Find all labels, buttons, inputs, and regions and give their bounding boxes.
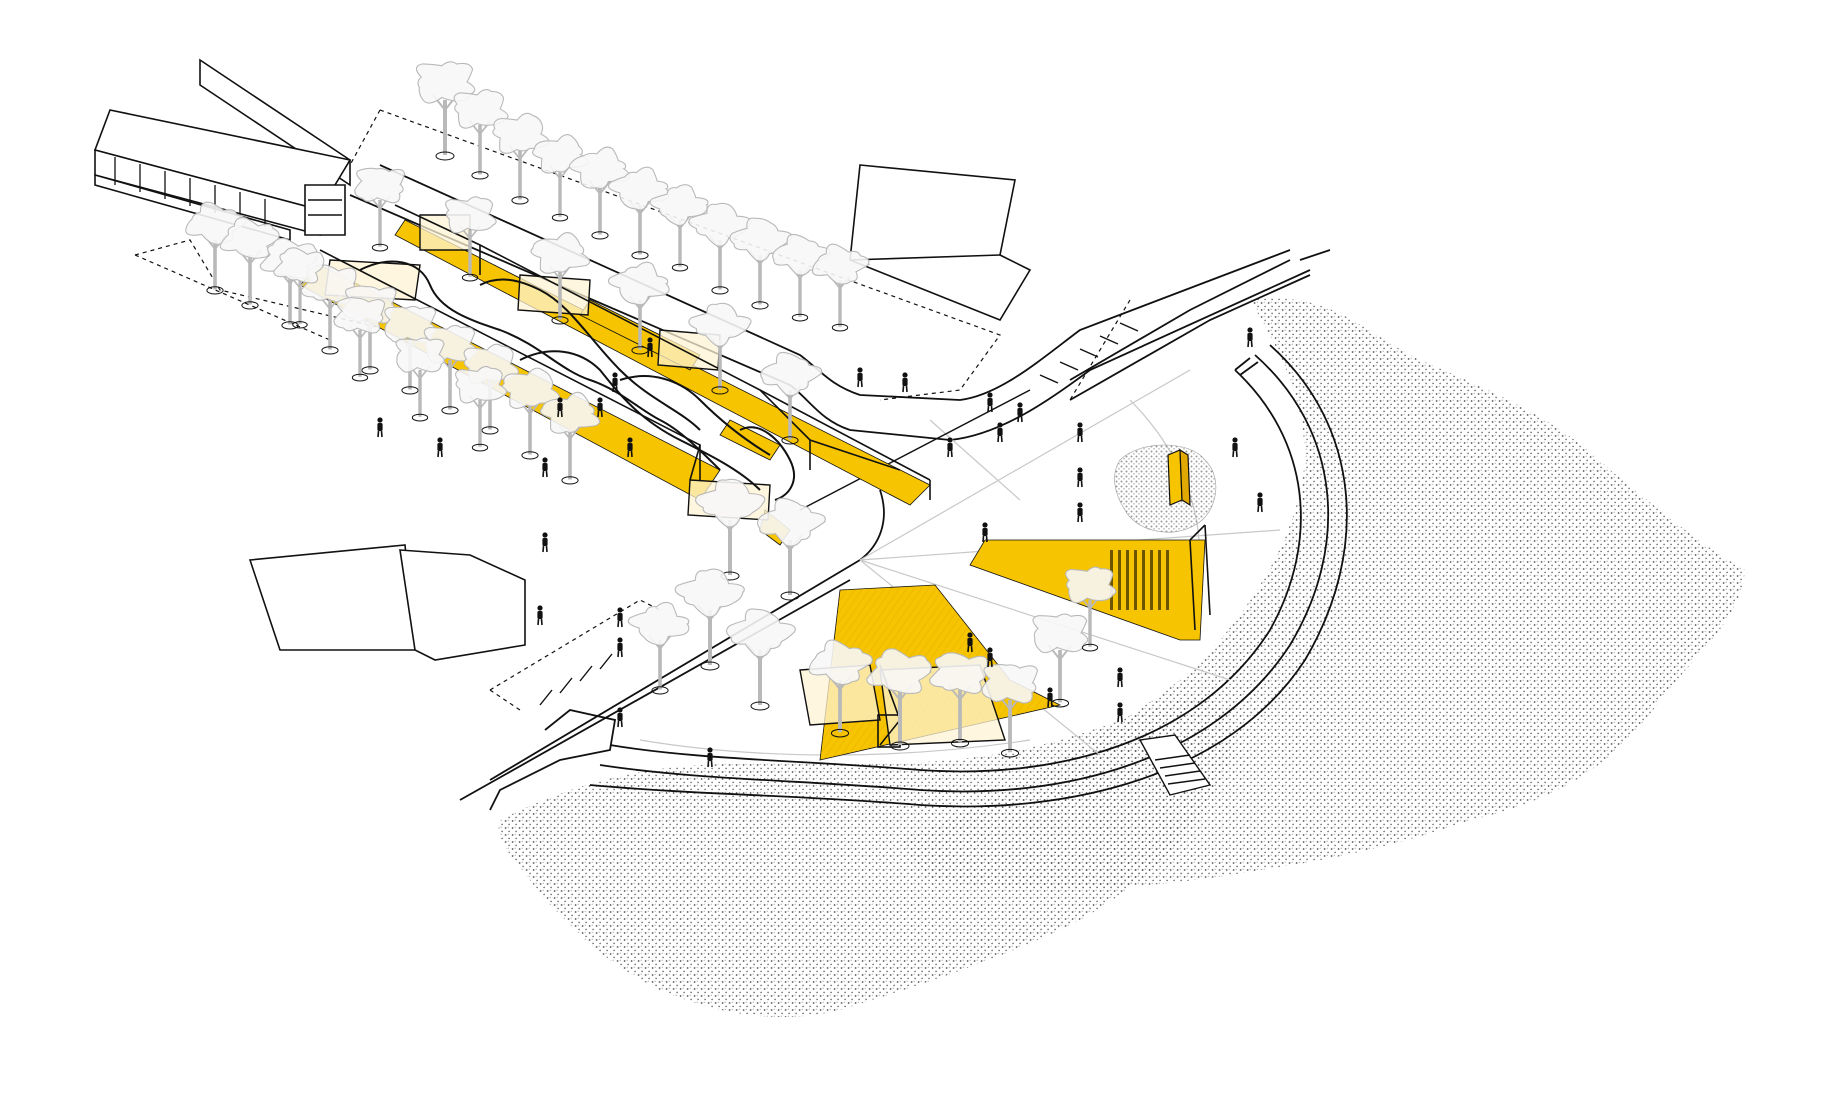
outline-building-right [849,164,1032,321]
person-figure-icon [997,422,1003,443]
tree-canopy-icon [1065,566,1117,652]
person-figure-icon [857,367,863,388]
person-figure-icon [707,747,713,768]
building-top-left [93,58,352,242]
person-figure-icon [1117,667,1123,688]
person-figure-icon [1117,702,1123,723]
tree-canopy-icon [929,652,988,748]
tree-canopy-icon [649,184,709,272]
tree-canopy-icon [1032,613,1089,708]
person-figure-icon [902,372,908,393]
person-figure-icon [1257,492,1263,513]
tree-canopy-icon [354,167,406,252]
tree-canopy-icon [530,231,591,325]
tree-canopy-icon [772,233,832,322]
person-figure-icon [1247,327,1253,348]
screen-frame [1189,524,1211,631]
tree-canopy-icon [539,391,601,485]
tree-canopy-icon [453,89,509,180]
gravel-patch [1114,444,1217,533]
person-figure-icon [437,437,443,458]
person-figure-icon [557,397,563,418]
pavilion-structure-lines [319,204,931,748]
tree-canopy-icon [627,601,690,695]
person-figure-icon [647,337,653,358]
person-figure-icon [967,632,973,653]
tree-canopy-icon [492,112,550,205]
road-crosswalks [539,322,1139,706]
sinuous-paths [359,260,795,501]
person-figure-icon [1077,502,1083,523]
tree-canopy-icon [273,247,325,329]
tree-canopy-icon [760,351,823,445]
person-figure-icon [987,647,993,668]
person-figure-icon [537,605,543,626]
person-figure-icon [627,437,633,458]
tree-group [185,61,1117,758]
person-figure-icon [947,437,953,458]
semicircle-plaza [589,344,1348,808]
person-figure-icon [1017,402,1023,423]
person-figure-icon [617,637,623,658]
tree-canopy-icon [333,297,386,382]
water-body-bottom [498,698,1233,1018]
person-figure-icon [1077,422,1083,443]
person-figure-icon [987,392,993,413]
people-group [377,327,1263,768]
tree-canopy-icon [695,478,766,581]
person-figure-icon [377,417,383,438]
tree-canopy-icon [981,664,1039,758]
person-figure-icon [597,397,603,418]
tree-canopy-icon [808,639,874,738]
person-figure-icon [612,372,618,393]
tree-canopy-icon [866,648,933,751]
monolith-sculpture-icon [1167,448,1191,507]
waterfront-stairs [1138,734,1212,796]
tree-canopy-icon [568,146,631,240]
person-figure-icon [1047,687,1053,708]
person-figure-icon [542,457,548,478]
tree-canopy-icon [532,134,589,222]
tree-canopy-icon [757,497,827,601]
tree-canopy-icon [445,196,497,282]
tree-canopy-icon [674,568,745,671]
person-figure-icon [617,607,623,628]
person-figure-icon [542,532,548,553]
person-figure-icon [617,707,623,728]
tree-canopy-icon [688,302,752,395]
tree-canopy-icon [726,608,796,711]
tree-canopy-icon [219,217,281,310]
person-figure-icon [982,522,988,543]
tree-canopy-icon [395,337,445,422]
outline-building-left [248,544,526,661]
tree-canopy-icon [811,243,871,332]
tree-canopy-icon [455,365,508,452]
person-figure-icon [1232,437,1238,458]
person-figure-icon [1077,467,1083,488]
